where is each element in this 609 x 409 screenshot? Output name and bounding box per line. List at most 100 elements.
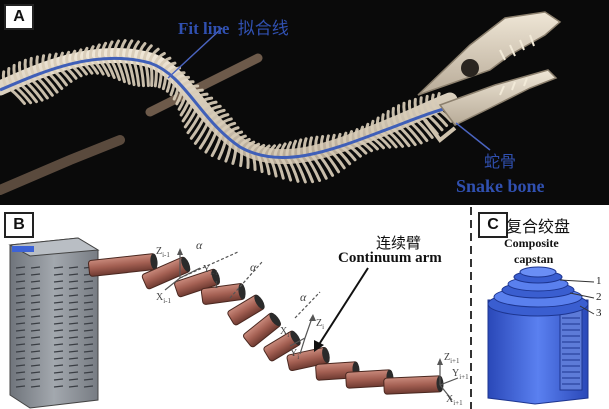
continuum-arm-label-zh: 连续臂	[376, 234, 422, 252]
snake-skull	[417, 11, 562, 143]
rib	[47, 53, 52, 69]
rib	[82, 46, 89, 60]
rib	[159, 56, 172, 67]
rib	[148, 47, 160, 62]
grille-slot	[68, 350, 79, 353]
angle-alpha-1: α	[196, 238, 203, 252]
grille-slot	[83, 329, 94, 332]
snake-bone-pointer	[455, 122, 491, 151]
rib	[319, 135, 325, 153]
axis-x-ip1: Xi+1	[446, 394, 463, 407]
grille-slot	[30, 301, 41, 304]
grille-slot	[68, 287, 79, 290]
grille-slot	[68, 371, 79, 374]
grille-slot	[53, 336, 64, 339]
grille-slot	[30, 350, 41, 353]
grille-slot	[83, 280, 94, 283]
grille-slot	[30, 357, 41, 360]
grille-slot	[68, 322, 79, 325]
grille-slot	[83, 336, 94, 339]
rib	[208, 108, 226, 119]
rib	[130, 40, 140, 59]
rib	[402, 101, 409, 121]
rib	[29, 56, 35, 76]
rib	[343, 131, 348, 145]
rib	[12, 63, 18, 83]
grille-slot	[83, 315, 94, 318]
arm-segment	[383, 375, 444, 395]
rib	[59, 51, 64, 66]
rib	[225, 126, 240, 137]
axis-x-i: Xi	[280, 326, 290, 339]
panel-a	[0, 0, 609, 205]
grille-slot	[15, 357, 26, 360]
grille-slot	[15, 385, 26, 388]
rib	[391, 106, 397, 126]
grille-slot	[68, 301, 79, 304]
rib	[314, 135, 319, 154]
grille-slot	[30, 336, 41, 339]
rib	[279, 142, 287, 159]
rib	[267, 144, 276, 158]
rib	[94, 43, 101, 58]
rib	[193, 92, 209, 101]
grille-slot	[83, 385, 94, 388]
grille-slot	[83, 287, 94, 290]
grille-slot	[68, 315, 79, 318]
grille-slot	[15, 364, 26, 367]
grille-slot	[30, 385, 41, 388]
rib	[291, 139, 298, 158]
rib	[297, 138, 303, 158]
rib	[365, 122, 370, 137]
rib	[83, 56, 100, 75]
rib	[35, 55, 41, 74]
grille-slot	[83, 343, 94, 346]
grille-slot	[68, 280, 79, 283]
rib	[250, 142, 261, 153]
grille-slot	[83, 322, 94, 325]
fit-line-label-zh: 拟合线	[237, 19, 289, 39]
rib	[396, 104, 403, 123]
axis-z-i: Zi	[316, 318, 325, 331]
grille-slot	[53, 350, 64, 353]
arm-segment	[87, 253, 158, 277]
joint-mark: 1	[214, 280, 219, 291]
grille-slot	[53, 378, 64, 381]
rib	[375, 116, 381, 132]
grille-slot	[15, 315, 26, 318]
grille-slot	[15, 350, 26, 353]
rib	[426, 107, 449, 127]
grille-slot	[68, 364, 79, 367]
grille-slot	[15, 287, 26, 290]
rib	[177, 75, 191, 83]
grille-slot	[53, 385, 64, 388]
actuator-box	[8, 237, 100, 409]
rib	[53, 52, 58, 68]
rib	[173, 71, 186, 78]
grille-slot	[15, 266, 26, 269]
grille-slot	[53, 280, 64, 283]
rib	[229, 130, 244, 141]
skull-eye-socket	[461, 59, 479, 77]
rib	[331, 133, 336, 149]
rib	[88, 45, 95, 59]
rib	[407, 99, 414, 118]
grille-slot	[68, 385, 79, 388]
grille-slot	[30, 371, 41, 374]
axis-y-ip1: Yi+1	[452, 368, 469, 381]
grille-slot	[30, 287, 41, 290]
rib	[425, 94, 430, 111]
rib	[220, 121, 237, 133]
rib	[431, 93, 436, 109]
grille-slot	[68, 336, 79, 339]
rib	[386, 109, 392, 128]
rib	[185, 84, 200, 92]
rib	[273, 143, 282, 158]
capstan-title-en-1: Composite	[504, 236, 559, 250]
grille-slot	[68, 308, 79, 311]
rib	[41, 54, 46, 71]
fit-line-label-en: Fit line	[178, 19, 230, 38]
grille-slot	[30, 364, 41, 367]
angle-alpha-3: α	[300, 290, 307, 304]
